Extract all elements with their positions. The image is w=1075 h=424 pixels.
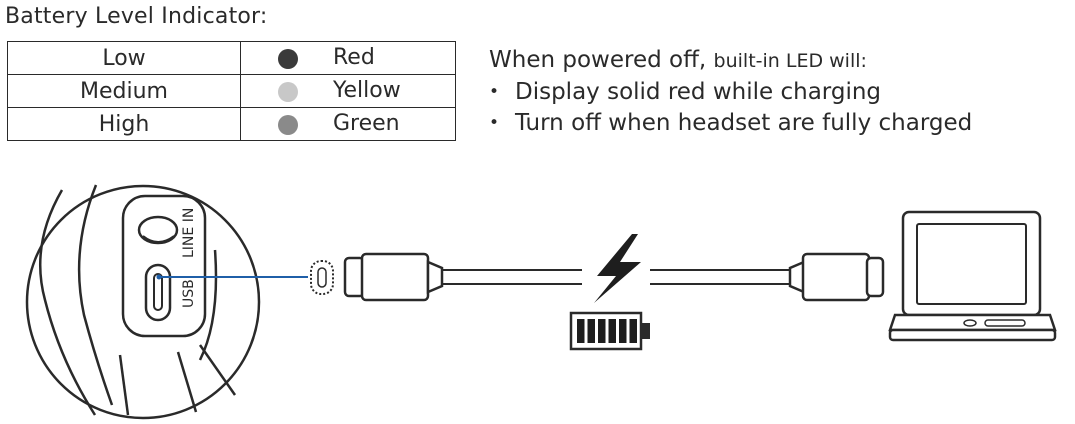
list-item: • Display solid red while charging — [489, 77, 972, 108]
battery-cell — [598, 319, 606, 343]
battery-full-icon — [569, 311, 650, 351]
color-name: Green — [333, 111, 400, 136]
color-cell: Green — [240, 107, 456, 141]
table-row: High Green — [7, 107, 456, 141]
bullet-text: Display solid red while charging — [515, 79, 882, 105]
lightning-bolt-icon — [594, 234, 641, 303]
notes-list: • Display solid red while charging • Turn … — [489, 77, 972, 139]
color-dot-icon — [278, 82, 298, 102]
color-dot-icon — [278, 115, 298, 135]
color-name: Red — [333, 45, 375, 70]
line-in-label: LINE IN — [181, 208, 197, 258]
battery-cell — [587, 319, 595, 343]
battery-level-title: Battery Level Indicator: — [5, 4, 268, 29]
bullet-icon: • — [489, 113, 500, 133]
battery-level-table: Low Red Medium Yellow High Green — [7, 41, 456, 141]
battery-cells — [577, 319, 637, 343]
laptop-icon — [888, 210, 1057, 342]
usb-port-icon — [144, 263, 172, 322]
notes-intro-main: When powered off, — [489, 47, 707, 73]
pointer-dot — [156, 274, 162, 280]
notes-intro-small: built-in LED will: — [713, 50, 867, 72]
usb-c-plug-right-icon — [788, 252, 885, 302]
cable — [442, 269, 790, 285]
notes-intro: When powered off, built-in LED will: — [489, 45, 972, 77]
usb-c-receptacle-icon — [310, 260, 334, 295]
bullet-icon: • — [489, 82, 500, 102]
color-name: Yellow — [333, 78, 401, 103]
color-dot-icon — [278, 49, 298, 69]
battery-cell — [619, 319, 627, 343]
battery-cell — [577, 319, 585, 343]
bullet-text: Turn off when headset are fully charged — [515, 110, 973, 136]
table-row: Medium Yellow — [7, 74, 456, 108]
usb-label: USB — [181, 279, 197, 308]
battery-cell — [629, 319, 637, 343]
level-cell: Low — [7, 41, 241, 75]
level-cell: High — [7, 107, 241, 141]
led-notes: When powered off, built-in LED will: • Di… — [489, 45, 972, 139]
battery-cell — [608, 319, 616, 343]
color-cell: Yellow — [240, 74, 456, 108]
usb-c-plug-left-icon — [343, 252, 444, 302]
line-in-port-icon — [137, 215, 179, 245]
list-item: • Turn off when headset are fully charged — [489, 108, 972, 139]
headset-closeup: LINE IN USB — [25, 184, 308, 420]
